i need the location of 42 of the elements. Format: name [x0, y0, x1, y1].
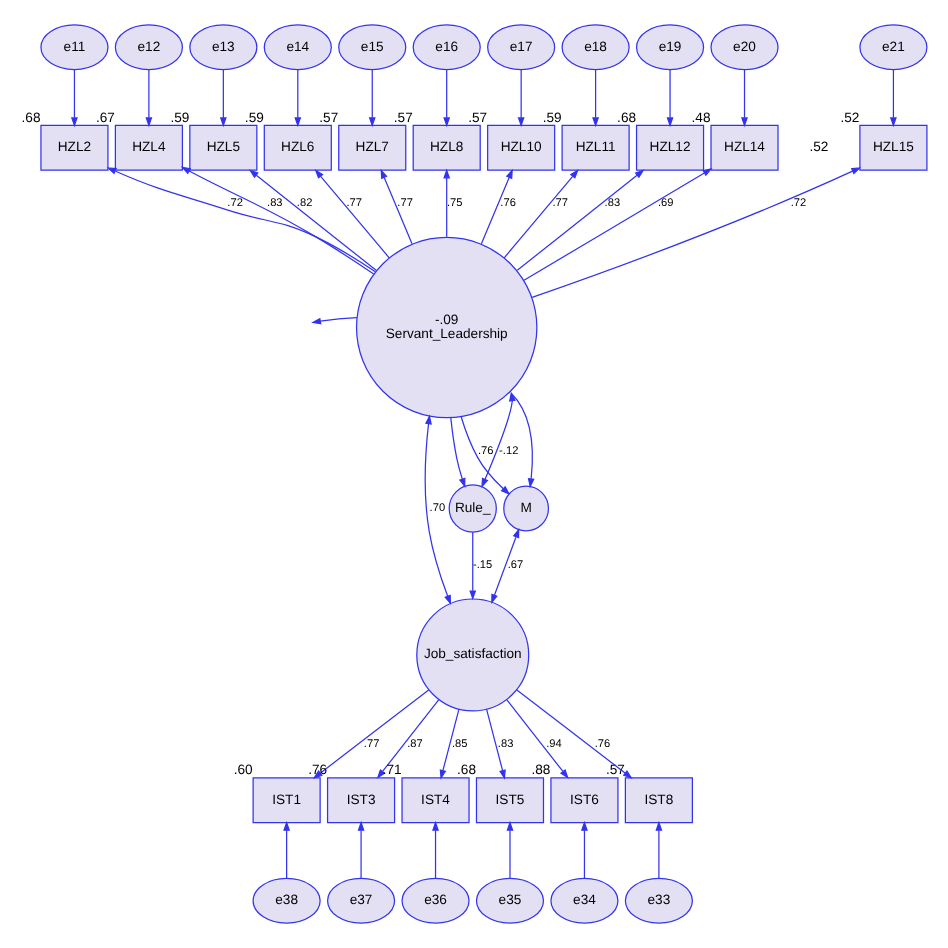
arrow [380, 168, 413, 245]
arrow [145, 69, 153, 128]
arrow [666, 69, 674, 128]
arrow [106, 167, 376, 273]
arrow [70, 69, 78, 128]
arrow [481, 391, 516, 489]
arrow [523, 168, 713, 281]
arrow [506, 699, 569, 779]
arrow [450, 417, 466, 489]
arrow [486, 708, 506, 780]
arrow [531, 167, 862, 299]
arrow [592, 69, 600, 128]
arrow [889, 69, 897, 128]
arrow [510, 392, 535, 489]
arrow [469, 531, 477, 601]
arrow [443, 69, 451, 128]
arrow [283, 820, 291, 879]
arrow [506, 820, 514, 879]
arrow [219, 69, 227, 128]
arrow [311, 316, 358, 325]
arrow [443, 168, 451, 238]
arrow [516, 689, 633, 779]
arrow [580, 820, 588, 879]
arrow [741, 69, 748, 128]
arrow [516, 169, 645, 271]
arrow [491, 528, 520, 604]
arrow [314, 169, 390, 259]
arrow [357, 820, 365, 879]
arrow [460, 416, 511, 496]
arrow [368, 69, 376, 128]
arrow [312, 689, 430, 779]
arrow [294, 69, 302, 128]
arrow [503, 169, 579, 259]
arrow [439, 708, 460, 780]
arrow [376, 699, 440, 779]
arrow [517, 69, 525, 128]
arrow [424, 414, 452, 606]
arrow [655, 820, 663, 879]
arrow [480, 168, 513, 245]
arrow [432, 820, 439, 879]
arrow [248, 169, 377, 271]
arrow [180, 166, 375, 275]
